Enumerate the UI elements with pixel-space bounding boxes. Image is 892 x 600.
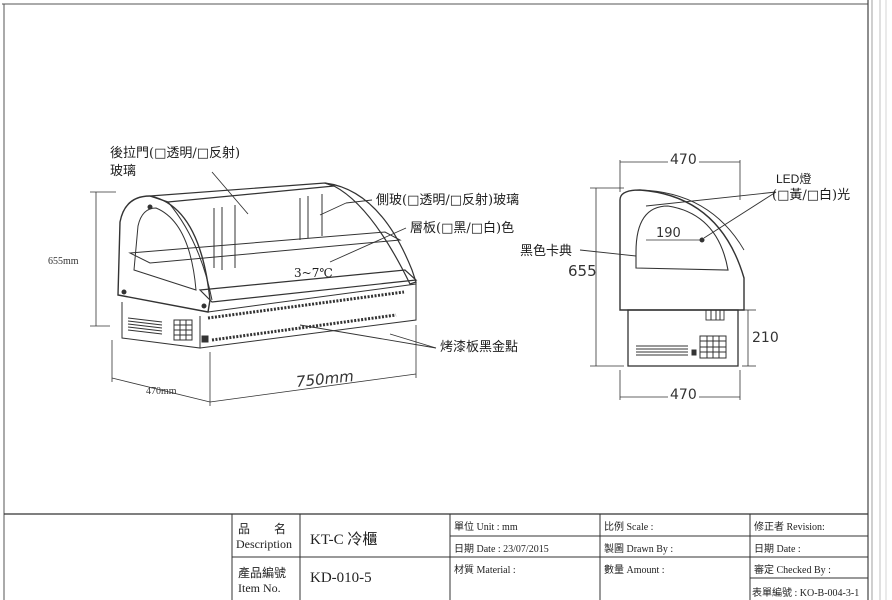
right-inner-dim: 190 [656,226,681,241]
rear-door-glass-label: 玻璃 [110,164,137,179]
temperature-label: 3~7℃ [294,266,333,280]
isometric-view [117,182,418,349]
led-color-label: (□黃/□白)光 [772,188,851,203]
scale-field: 比例 Scale : [604,522,654,533]
checked-by-field: 審定 Checked By : [754,565,831,576]
description-label-en: Description [236,537,292,551]
material-field: 材質 Material : [454,565,516,576]
unit-field: 單位 Unit : mm [454,522,518,533]
form-number-field: 表單編號 : KO-B-004-3-1 [752,588,860,599]
drawn-by-field: 製圖 Drawn By : [604,544,674,555]
left-depth-dim: 470mm [146,386,177,397]
date-field: 日期 Date : 23/07/2015 [454,544,549,555]
left-leaders [211,171,437,349]
side-view [579,160,777,400]
revision-field: 修正者 Revision: [754,522,825,533]
description-label-zh: 品 名 [238,522,287,536]
revision-date-field: 日期 Date : [754,544,801,555]
right-top-width-dim: 470 [668,152,699,168]
title-block-grid [4,513,868,600]
right-base-height-dim: 210 [752,330,779,346]
product-name: KT-C 冷櫃 [310,532,378,548]
rear-door-label: 後拉門(□透明/□反射) [110,146,241,161]
paint-label: 烤漆板黑金點 [440,340,519,355]
right-height-dim: 655 [568,262,597,280]
shelf-label: 層板(□黑/□白)色 [410,221,515,236]
left-height-dim: 655mm [48,256,79,267]
right-bottom-width-dim: 470 [668,387,699,403]
left-dimension-lines [90,191,417,406]
black-card-label: 黑色卡典 [520,244,573,259]
side-glass-label: 側玻(□透明/□反射)玻璃 [376,193,520,208]
amount-field: 數量 Amount : [604,565,665,576]
item-label-zh: 產品編號 [238,566,287,580]
item-no: KD-010-5 [310,570,372,586]
item-label-en: Item No. [238,581,281,595]
led-light-label: LED燈 [776,172,812,186]
